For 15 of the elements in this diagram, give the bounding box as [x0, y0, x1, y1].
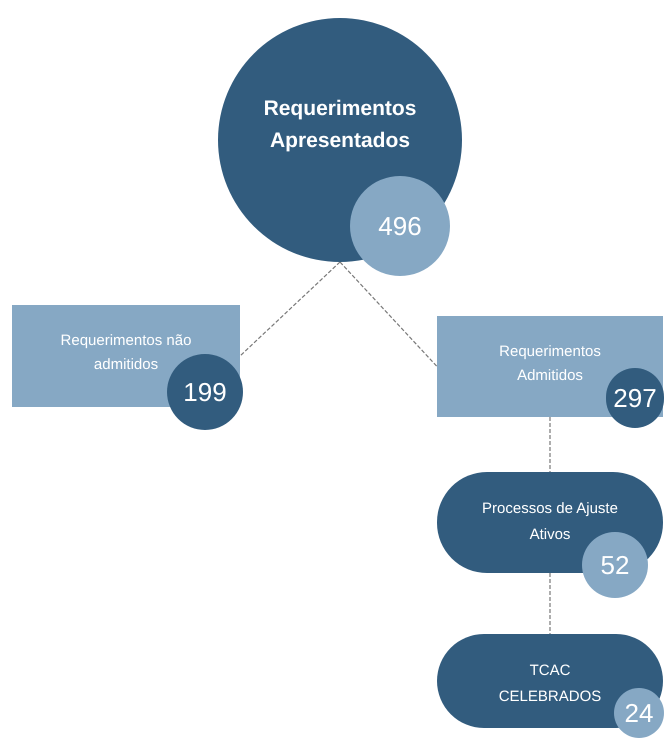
count-value: 52: [600, 548, 630, 582]
connector-line: [549, 573, 551, 634]
rounded-node: [437, 634, 663, 728]
node-label: Requerimentos não admitidos: [60, 331, 192, 375]
node-title: Requerimentos Apresentados: [262, 96, 418, 154]
node-label: Processos de Ajuste Ativos: [481, 499, 619, 545]
count-value: 496: [378, 210, 422, 242]
connector-line: [549, 417, 551, 472]
connector-line: [240, 262, 340, 356]
count-value: 199: [183, 376, 227, 408]
count-value: 297: [613, 382, 657, 414]
connector-line: [340, 262, 438, 367]
count-value: 24: [624, 696, 654, 730]
node-label: TCAC CELEBRADOS: [498, 661, 602, 707]
node-label: Requerimentos Admitidos: [498, 342, 602, 386]
